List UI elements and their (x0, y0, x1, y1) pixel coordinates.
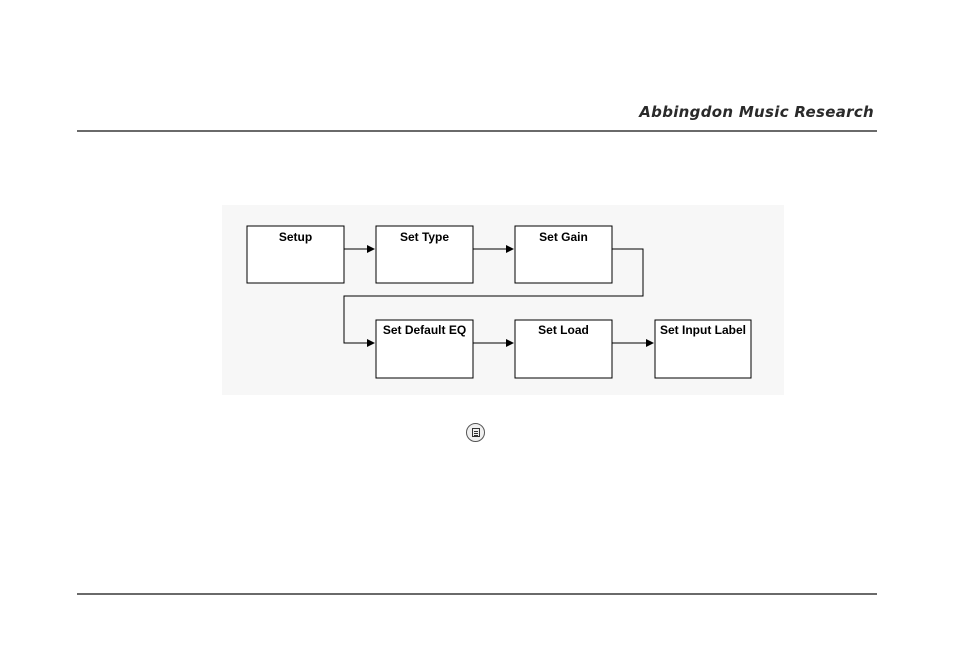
box-set-input-label: Set Input Label (655, 320, 751, 378)
flow-diagram: Setup Set Type Set Gain Set Default EQ S… (222, 205, 784, 395)
brand-logo: Abbingdon Music Research (639, 103, 874, 121)
box-setup-label: Setup (279, 230, 312, 244)
box-setup: Setup (247, 226, 344, 283)
box-set-load-label: Set Load (538, 323, 589, 337)
flow-diagram-svg: Setup Set Type Set Gain Set Default EQ S… (222, 205, 784, 395)
header-divider (77, 130, 877, 132)
box-set-load: Set Load (515, 320, 612, 378)
menu-button (466, 423, 485, 442)
box-set-gain: Set Gain (515, 226, 612, 283)
box-set-type: Set Type (376, 226, 473, 283)
box-set-default-eq: Set Default EQ (376, 320, 473, 378)
box-set-input-label-label: Set Input Label (660, 323, 746, 337)
box-set-type-label: Set Type (400, 230, 449, 244)
box-set-gain-label: Set Gain (539, 230, 588, 244)
menu-list-icon (472, 428, 480, 437)
footer-divider (77, 593, 877, 595)
box-set-default-eq-label: Set Default EQ (383, 323, 466, 337)
